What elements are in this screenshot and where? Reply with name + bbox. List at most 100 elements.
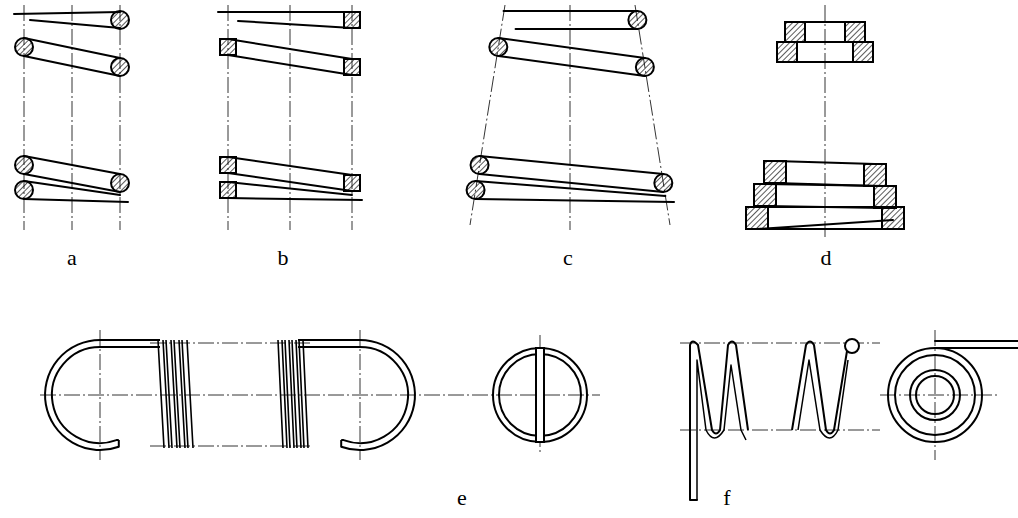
wire-section — [654, 174, 672, 192]
outline-line — [24, 156, 120, 174]
end-view-wire — [895, 355, 975, 435]
outline-line — [228, 198, 362, 200]
wire-section — [111, 11, 129, 29]
wire-end — [845, 339, 859, 353]
center-line — [570, 5, 571, 230]
outline-line — [935, 347, 1018, 349]
wire-section — [344, 12, 360, 28]
outline-line — [14, 12, 120, 14]
wire-section — [864, 164, 886, 186]
wire-section — [344, 59, 360, 75]
coil-wire — [697, 360, 746, 500]
wire-section — [874, 186, 896, 208]
center-line — [680, 430, 880, 431]
outline-line — [476, 199, 674, 202]
center-line — [40, 395, 600, 396]
wire-section — [489, 38, 507, 56]
outline-line — [787, 41, 863, 43]
wire-section — [746, 207, 768, 229]
outline-line — [480, 156, 664, 174]
end-view-wire — [916, 376, 954, 414]
wire-section — [344, 175, 360, 191]
round-compression-spring — [14, 5, 129, 230]
outline-line — [498, 38, 645, 58]
wire-section — [764, 161, 786, 183]
center-line — [825, 5, 826, 240]
outline-line — [757, 206, 893, 208]
center-line — [352, 5, 353, 230]
wire-section — [15, 156, 33, 174]
wire-section — [628, 11, 646, 29]
outline-line — [238, 21, 352, 28]
wire-section — [220, 39, 236, 55]
center-line — [935, 330, 936, 460]
center-line — [150, 446, 310, 447]
wire-section — [467, 181, 485, 199]
torsion-spring — [680, 330, 1018, 500]
figure-letter: a — [67, 247, 77, 269]
outline-line — [30, 20, 120, 28]
wire-section — [220, 182, 236, 198]
spring-figures — [14, 5, 1018, 500]
wire-section — [471, 156, 489, 174]
hook-wire — [52, 347, 160, 443]
outline-line — [765, 184, 885, 186]
outline-line — [24, 199, 128, 202]
center-line — [72, 5, 73, 230]
wire-section — [220, 157, 236, 173]
end-view-wire — [493, 348, 587, 442]
outline-line — [498, 56, 645, 76]
outline-line — [690, 499, 697, 501]
outline-line — [516, 28, 638, 30]
wire-section — [785, 22, 805, 42]
volute-spring — [746, 5, 904, 240]
outline-line — [24, 56, 120, 76]
outline-line — [757, 228, 893, 230]
figure-letter: b — [278, 247, 289, 269]
outline-line — [775, 161, 875, 164]
hook-wire — [45, 340, 160, 450]
figure-letter: d — [821, 247, 832, 269]
center-line — [290, 5, 291, 230]
center-line — [120, 5, 121, 230]
wire-section — [111, 174, 129, 192]
figure-letter: f — [723, 487, 730, 509]
wire-section — [754, 184, 776, 206]
wire-section — [777, 42, 797, 62]
extension-spring — [40, 330, 600, 460]
outline-line — [476, 181, 666, 196]
end-view-coil — [536, 348, 544, 442]
end-view-wire — [888, 348, 982, 442]
hook-wire — [298, 347, 408, 443]
conical-spring — [467, 5, 674, 230]
rectangular-compression-spring — [218, 5, 362, 230]
outline-line — [228, 55, 352, 75]
wire-section — [845, 22, 865, 42]
wire-section — [853, 42, 873, 62]
outline-line — [218, 11, 352, 13]
coil-wire — [690, 342, 748, 501]
center-line — [100, 330, 101, 460]
wire-section — [882, 207, 904, 229]
wire-section — [636, 58, 654, 76]
hook-wire — [298, 340, 415, 450]
wire-section — [15, 181, 33, 199]
outline-line — [228, 157, 352, 175]
coil-wire — [182, 340, 193, 448]
outline-line — [228, 39, 352, 59]
coil-wire — [299, 340, 308, 448]
outline-line — [228, 182, 352, 195]
wire-section — [15, 38, 33, 56]
outline-line — [787, 61, 863, 63]
outline-line — [504, 10, 638, 12]
wire-section — [111, 58, 129, 76]
outline-line — [757, 220, 893, 229]
coil-wire — [798, 360, 848, 438]
outline-line — [24, 38, 120, 58]
outline-line — [935, 340, 1018, 342]
figure-letter: c — [563, 247, 573, 269]
figure-letter: e — [457, 487, 467, 509]
outline-line — [24, 181, 120, 195]
